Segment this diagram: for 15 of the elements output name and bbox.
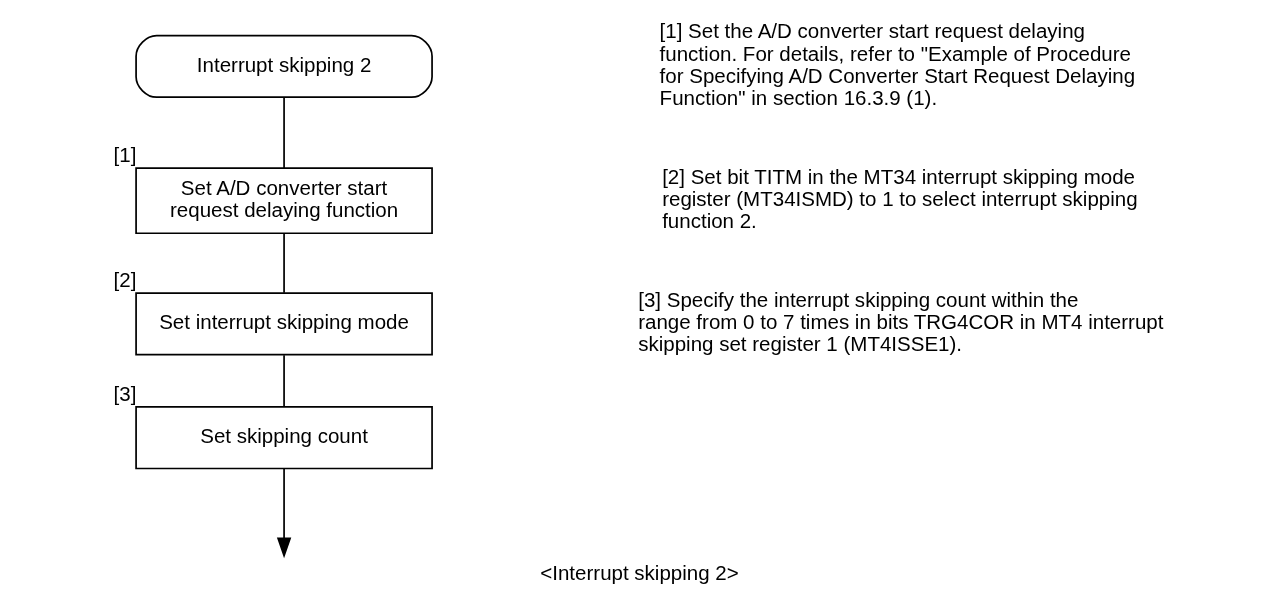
connector [283,354,285,408]
connector [283,232,285,294]
node-label: [1] [113,143,137,167]
node-box: Set A/D converter start request delaying function [135,167,433,235]
label: [1] Set the A/D converter start request delaying function. For details, refer to "Example of Procedure for Specifying A/D Converter Start Request Delaying Function" in section 16.3.9 (1). [659,19,1136,110]
node-box: Set skipping count [135,406,433,470]
label: [2] Set bit TITM in the MT34 interrupt skipping mode register (MT34ISMD) to 1 to select interrupt skipping function 2. [662,164,1138,233]
node-label: [3] [113,382,137,406]
label: [3] Specify the interrupt skipping count within the range from 0 to 7 times in bits TRG4COR in MT4 interrupt skipping set register 1 (MT4ISSE1). [638,287,1164,356]
node-box: Set interrupt skipping mode [135,292,433,356]
arrow [276,467,292,559]
node-box: Interrupt skipping 2 [135,34,433,99]
connector [283,97,285,169]
node-label: [2] [113,268,137,292]
caption: <Interrupt skipping 2> [540,561,739,585]
